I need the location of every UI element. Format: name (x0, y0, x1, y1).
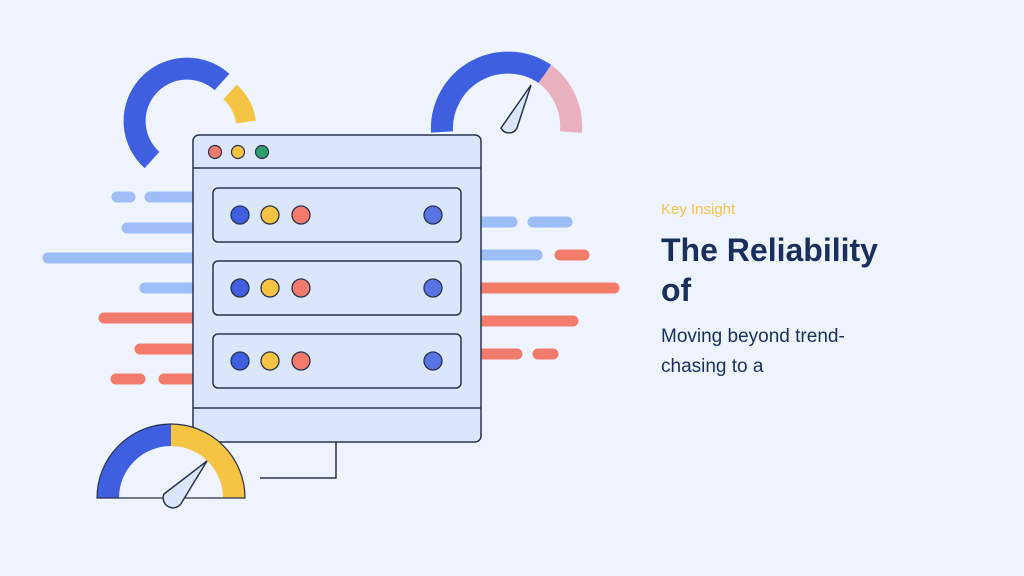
server-cable (260, 442, 337, 479)
server-rack-icon (192, 134, 482, 479)
eyebrow-label: Key Insight (661, 201, 736, 218)
server-illustration (42, 51, 620, 509)
server-slot (212, 260, 462, 316)
window-dot-green (254, 144, 270, 160)
window-dot-yellow (230, 144, 246, 160)
server-slot (212, 187, 462, 243)
window-dot-red (207, 144, 223, 160)
gauge-icon (430, 51, 583, 134)
text-panel: Key Insight The Reliability of Moving be… (661, 200, 1001, 382)
page-title: The Reliability of (661, 232, 878, 308)
gauge-icon (96, 423, 246, 509)
server-slot (212, 333, 462, 389)
gauge-icon (123, 57, 256, 169)
subtitle: Moving beyond trend-chasing to a (661, 326, 845, 377)
